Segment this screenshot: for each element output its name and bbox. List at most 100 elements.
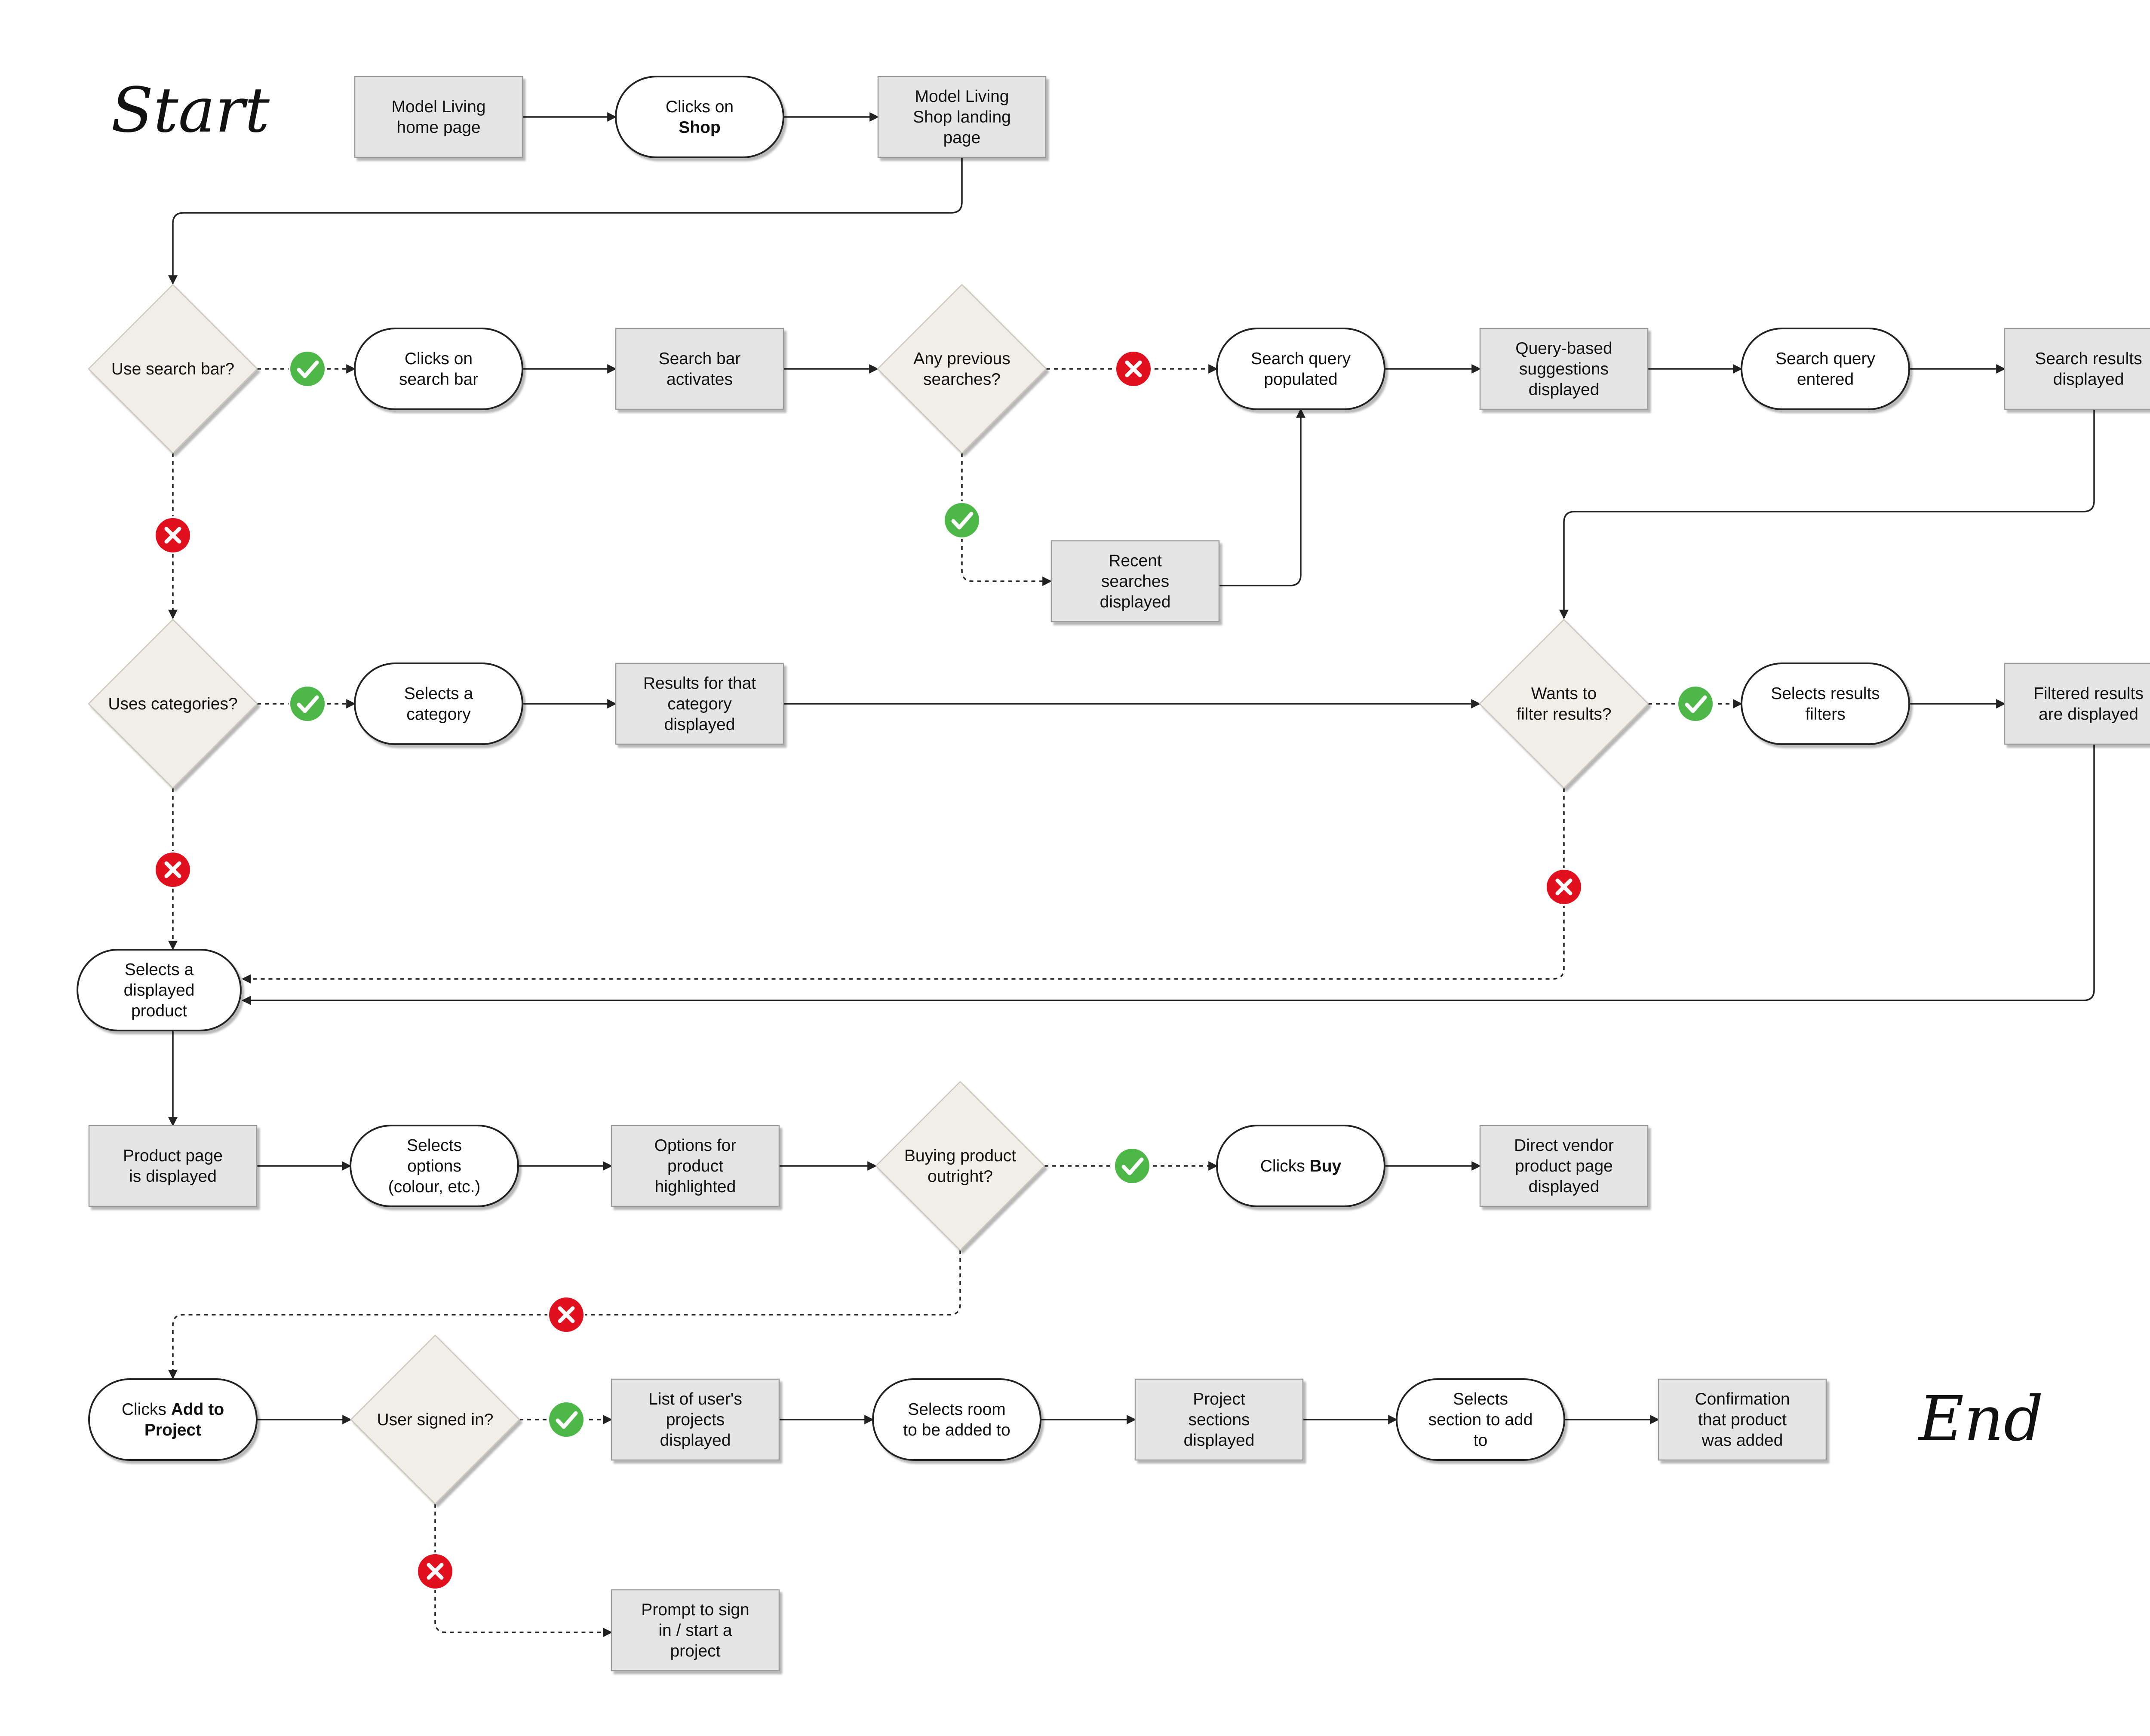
node-label-line: page: [943, 129, 981, 147]
node-label-line: home page: [396, 118, 480, 137]
decision-diamond: [877, 284, 1047, 454]
decision-diamond: [1479, 619, 1649, 789]
node-label-line: filters: [1805, 705, 1845, 724]
node-label-line: Recent: [1109, 552, 1162, 570]
process-box: [611, 1125, 780, 1207]
node-label-line: (colour, etc.): [388, 1178, 481, 1196]
node-label-line: product: [667, 1157, 723, 1175]
decision-diamond: [88, 284, 258, 454]
connector-recent-searches-to-query-populated: [1219, 408, 1305, 586]
terminal-pill: [615, 76, 784, 158]
process-box: [1479, 1125, 1649, 1207]
no-cross-icon: [154, 851, 192, 889]
start-label: Start: [111, 74, 270, 146]
terminal-pill: [1396, 1378, 1565, 1461]
node-label-line: product: [131, 1002, 187, 1020]
node-label-line: Wants to: [1531, 684, 1597, 703]
process-box: [615, 328, 784, 410]
node-label-line: was added: [1702, 1431, 1783, 1450]
node-label-line: Results for that: [643, 674, 756, 693]
node-label-line: displayed: [124, 981, 195, 1000]
node-label-line: to: [1474, 1431, 1488, 1450]
node-label: Clicks Buy: [1260, 1157, 1342, 1175]
node-clicks-buy: Clicks Buy: [1216, 1125, 1385, 1207]
node-label-line: Shop landing: [913, 108, 1011, 126]
process-box: [2004, 663, 2150, 745]
terminal-pill: [1216, 328, 1385, 410]
node-label-line: Shop: [679, 118, 720, 137]
node-label-line: Search query: [1775, 350, 1875, 368]
decision-diamond: [875, 1081, 1045, 1251]
terminal-pill: [88, 1378, 258, 1461]
connector-shop-landing-to-use-search: [168, 157, 963, 285]
process-box: [88, 1125, 258, 1207]
node-label-line: displayed: [660, 1431, 731, 1450]
node-label-line: Uses categories?: [108, 695, 237, 713]
end-label: End: [1917, 1383, 2043, 1455]
badge-layer: [154, 350, 1714, 1590]
node-label-line: Clicks Buy: [1260, 1157, 1342, 1175]
yes-check-icon: [547, 1401, 585, 1438]
node-label-line: displayed: [664, 715, 735, 734]
node-label-line: that product: [1698, 1411, 1787, 1429]
yes-check-icon: [943, 501, 981, 539]
node-label: Selects section to add to: [1428, 1390, 1533, 1450]
node-label-line: searches?: [923, 370, 1001, 389]
node-label-line: Selects: [1453, 1390, 1508, 1408]
connector-wants-filter-to-selects-product: [241, 788, 1565, 984]
node-label-line: Selects: [407, 1136, 462, 1155]
yes-check-icon: [289, 685, 326, 723]
process-box: [354, 76, 523, 158]
node-label: User signed in?: [377, 1411, 494, 1429]
node-label-line: Selects room: [908, 1400, 1006, 1419]
node-label-line: entered: [1797, 370, 1854, 389]
node-uses-categories: Uses categories?: [88, 619, 258, 789]
node-label-line: Buying product: [904, 1147, 1016, 1165]
node-label-line: Search bar: [659, 350, 741, 368]
terminal-pill: [350, 1125, 519, 1207]
node-label-line: section to add: [1428, 1411, 1533, 1429]
node-label-line: in / start a: [658, 1621, 732, 1640]
terminal-pill: [77, 949, 242, 1031]
node-label-line: displayed: [1100, 593, 1171, 611]
node-label-line: is displayed: [129, 1167, 217, 1186]
node-query-entered: Search query entered: [1741, 328, 1910, 410]
process-box: [615, 663, 784, 745]
node-label: Use search bar?: [111, 360, 234, 378]
node-label-line: projects: [666, 1411, 725, 1429]
node-label-line: Options for: [654, 1136, 737, 1155]
process-box: [1134, 1378, 1304, 1461]
no-cross-icon: [416, 1552, 454, 1590]
node-label-line: Search query: [1251, 350, 1351, 368]
no-cross-icon: [154, 516, 192, 554]
